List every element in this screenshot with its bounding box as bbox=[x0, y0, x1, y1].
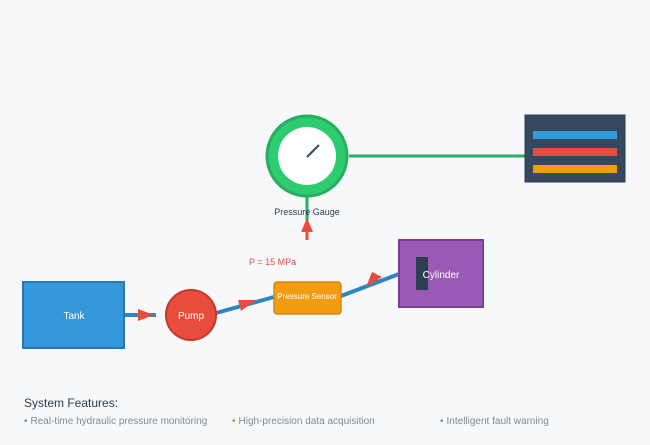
tank-box[interactable] bbox=[22, 281, 125, 349]
display-bar-orange bbox=[533, 165, 617, 173]
pipe-sensor-cylinder bbox=[340, 272, 400, 298]
feature-text: Real-time hydraulic pressure monitoring bbox=[30, 416, 208, 427]
bullet-icon: • bbox=[24, 416, 28, 427]
feature-item: •Intelligent fault warning bbox=[440, 416, 549, 427]
pressure-sensor-box[interactable] bbox=[273, 281, 342, 315]
pressure-gauge-needle bbox=[306, 144, 320, 158]
pump-circle[interactable] bbox=[165, 289, 217, 341]
bullet-icon: • bbox=[232, 416, 236, 427]
feature-item: •High-precision data acquisition bbox=[232, 416, 375, 427]
feature-text: Intelligent fault warning bbox=[446, 416, 549, 427]
pressure-reading: P = 15 MPa bbox=[249, 257, 296, 267]
flow-arrow-tank-pump bbox=[138, 309, 154, 321]
signal-arrow-up bbox=[301, 218, 313, 232]
pressure-gauge-label: Pressure Gauge bbox=[274, 207, 340, 217]
tank-label: Tank bbox=[63, 311, 85, 322]
cylinder-label: Cylinder bbox=[423, 270, 460, 281]
system-features-title: System Features: bbox=[24, 396, 119, 410]
flow-arrow-pump-sensor bbox=[238, 300, 256, 311]
flow-arrow-cylinder-sensor bbox=[366, 272, 382, 287]
system-features: System Features: •Real-time hydraulic pr… bbox=[24, 396, 634, 427]
cylinder-box[interactable] bbox=[398, 239, 484, 308]
bullet-icon: • bbox=[440, 416, 444, 427]
display-bar-blue bbox=[533, 131, 617, 139]
cylinder-piston bbox=[416, 257, 428, 290]
feature-text: High-precision data acquisition bbox=[238, 416, 375, 427]
pressure-sensor-label: Pressure Sensor bbox=[277, 292, 337, 301]
feature-item: •Real-time hydraulic pressure monitoring bbox=[24, 416, 207, 427]
display-bar-red bbox=[533, 148, 617, 156]
pump-label: Pump bbox=[178, 311, 205, 322]
